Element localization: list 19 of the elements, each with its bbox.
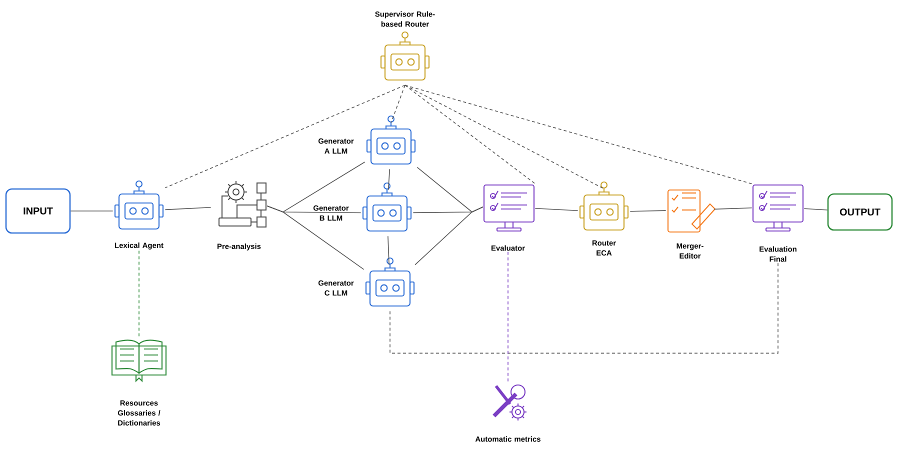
connector-line <box>388 236 390 266</box>
connector-line <box>164 207 212 210</box>
connector-line <box>390 84 406 124</box>
terminal-box: OUTPUT <box>827 193 893 231</box>
connector-line <box>388 168 390 190</box>
connector-line <box>404 84 536 184</box>
connector-line <box>714 207 752 210</box>
terminal-box: INPUT <box>5 188 71 234</box>
connector-line <box>404 84 604 190</box>
connector-line <box>390 262 778 354</box>
connector-line <box>70 210 114 212</box>
connector-line <box>404 84 752 184</box>
connector-line <box>414 206 484 266</box>
connector-line <box>138 250 140 338</box>
connector-line <box>534 208 578 212</box>
connector-line <box>630 210 666 212</box>
connector-line <box>804 208 828 210</box>
connector-line <box>266 206 364 270</box>
connector-line <box>164 84 406 188</box>
